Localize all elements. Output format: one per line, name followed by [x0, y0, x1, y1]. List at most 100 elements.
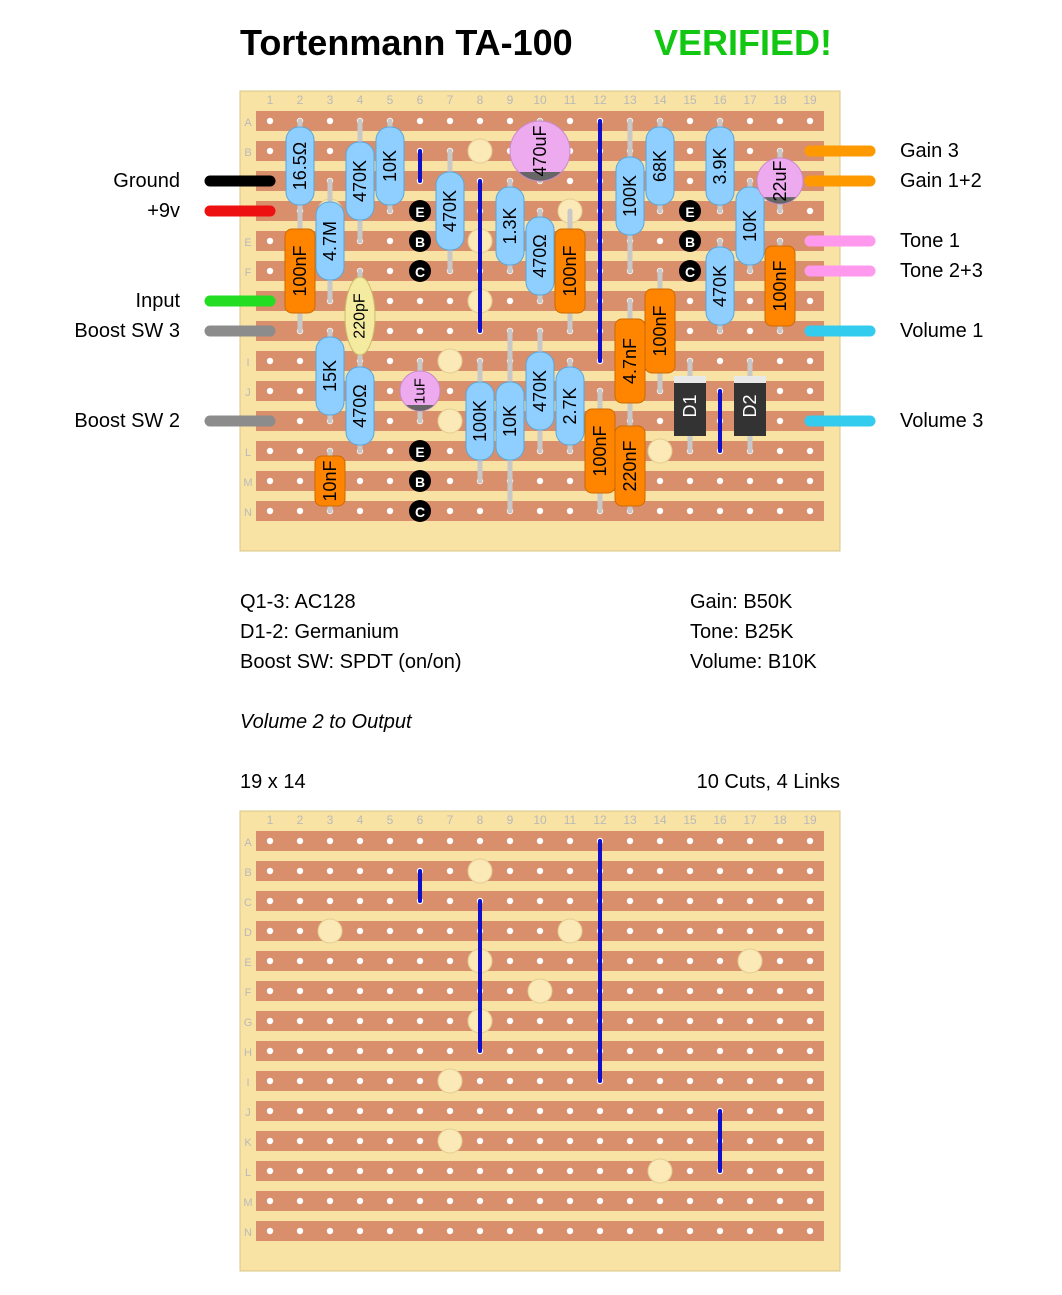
hole [746, 1227, 754, 1235]
hole [716, 927, 724, 935]
hole [416, 1017, 424, 1025]
component-value-label: 1.3K [500, 207, 520, 244]
hole [536, 927, 544, 935]
diode-cathode-band [674, 376, 706, 383]
hole [716, 867, 724, 875]
hole [506, 1017, 514, 1025]
hole [716, 477, 724, 485]
hole [626, 1077, 634, 1085]
track-cut [557, 918, 583, 944]
resistor-body [345, 141, 375, 221]
component-value-label: 68K [650, 150, 670, 182]
hole [356, 987, 364, 995]
column-label: 8 [477, 93, 484, 107]
component-value-label: 220nF [620, 440, 640, 491]
track-cut [467, 858, 493, 884]
hole [506, 837, 514, 845]
hole [536, 1047, 544, 1055]
hole [296, 1197, 304, 1205]
hole [656, 1047, 664, 1055]
column-label: 16 [713, 813, 727, 827]
row-label: G [244, 1017, 253, 1029]
film-capacitor-body [284, 228, 316, 314]
component-value-label: 470Ω [530, 234, 550, 278]
hole [536, 1167, 544, 1175]
hole [716, 507, 724, 515]
column-label: 9 [507, 813, 514, 827]
hole [476, 1227, 484, 1235]
hole [806, 357, 814, 365]
hole [656, 837, 664, 845]
transistor-pin [409, 470, 431, 492]
transistor-pin [409, 230, 431, 252]
hole [776, 1197, 784, 1205]
hole [776, 957, 784, 965]
hole [296, 987, 304, 995]
resistor-body [645, 126, 675, 206]
hole [386, 327, 394, 335]
hole [566, 507, 574, 515]
hole [656, 987, 664, 995]
wire-label-boost-sw2: Boost SW 2 [74, 410, 180, 432]
resistor-body [705, 126, 735, 206]
component-value-label: 10K [500, 405, 520, 437]
column-label: 10 [533, 93, 547, 107]
hole [626, 987, 634, 995]
row-label: D [244, 927, 252, 939]
hole [506, 927, 514, 935]
hole [686, 957, 694, 965]
info-volume-pot: Volume: B10K [690, 651, 817, 673]
hole [686, 1017, 694, 1025]
column-label: 17 [743, 93, 757, 107]
hole [386, 1047, 394, 1055]
hole [416, 1227, 424, 1235]
hole [296, 447, 304, 455]
hole [566, 867, 574, 875]
hole [386, 1167, 394, 1175]
hole [416, 1047, 424, 1055]
hole [476, 837, 484, 845]
row-label: B [244, 147, 251, 159]
board-size: 19 x 14 [240, 771, 306, 793]
hole [686, 1077, 694, 1085]
hole [386, 267, 394, 275]
track-cut [317, 918, 343, 944]
resistor-body [615, 156, 645, 236]
hole [356, 1107, 364, 1115]
hole [266, 507, 274, 515]
hole [386, 837, 394, 845]
hole [506, 297, 514, 305]
hole [626, 1197, 634, 1205]
column-label: 18 [773, 93, 787, 107]
column-label: 14 [653, 93, 667, 107]
hole [356, 1077, 364, 1085]
hole [416, 1077, 424, 1085]
hole [716, 897, 724, 905]
column-label: 18 [773, 813, 787, 827]
wire-label-tone23: Tone 2+3 [900, 260, 983, 282]
hole [356, 477, 364, 485]
hole [776, 477, 784, 485]
column-label: 4 [357, 813, 364, 827]
hole [626, 1107, 634, 1115]
hole [806, 1137, 814, 1145]
hole [686, 1197, 694, 1205]
hole [716, 357, 724, 365]
track-cut [467, 138, 493, 164]
hole [266, 237, 274, 245]
hole [386, 507, 394, 515]
hole [776, 1137, 784, 1145]
row-label: A [244, 117, 252, 129]
hole [686, 297, 694, 305]
hole [266, 1227, 274, 1235]
ceramic-capacitor-body [344, 276, 376, 356]
transistor-pin-label: C [685, 264, 695, 280]
hole [686, 1137, 694, 1145]
hole [746, 297, 754, 305]
hole [266, 1167, 274, 1175]
hole [536, 1227, 544, 1235]
hole [716, 1227, 724, 1235]
component-value-label: 3.9K [710, 147, 730, 184]
hole [266, 927, 274, 935]
